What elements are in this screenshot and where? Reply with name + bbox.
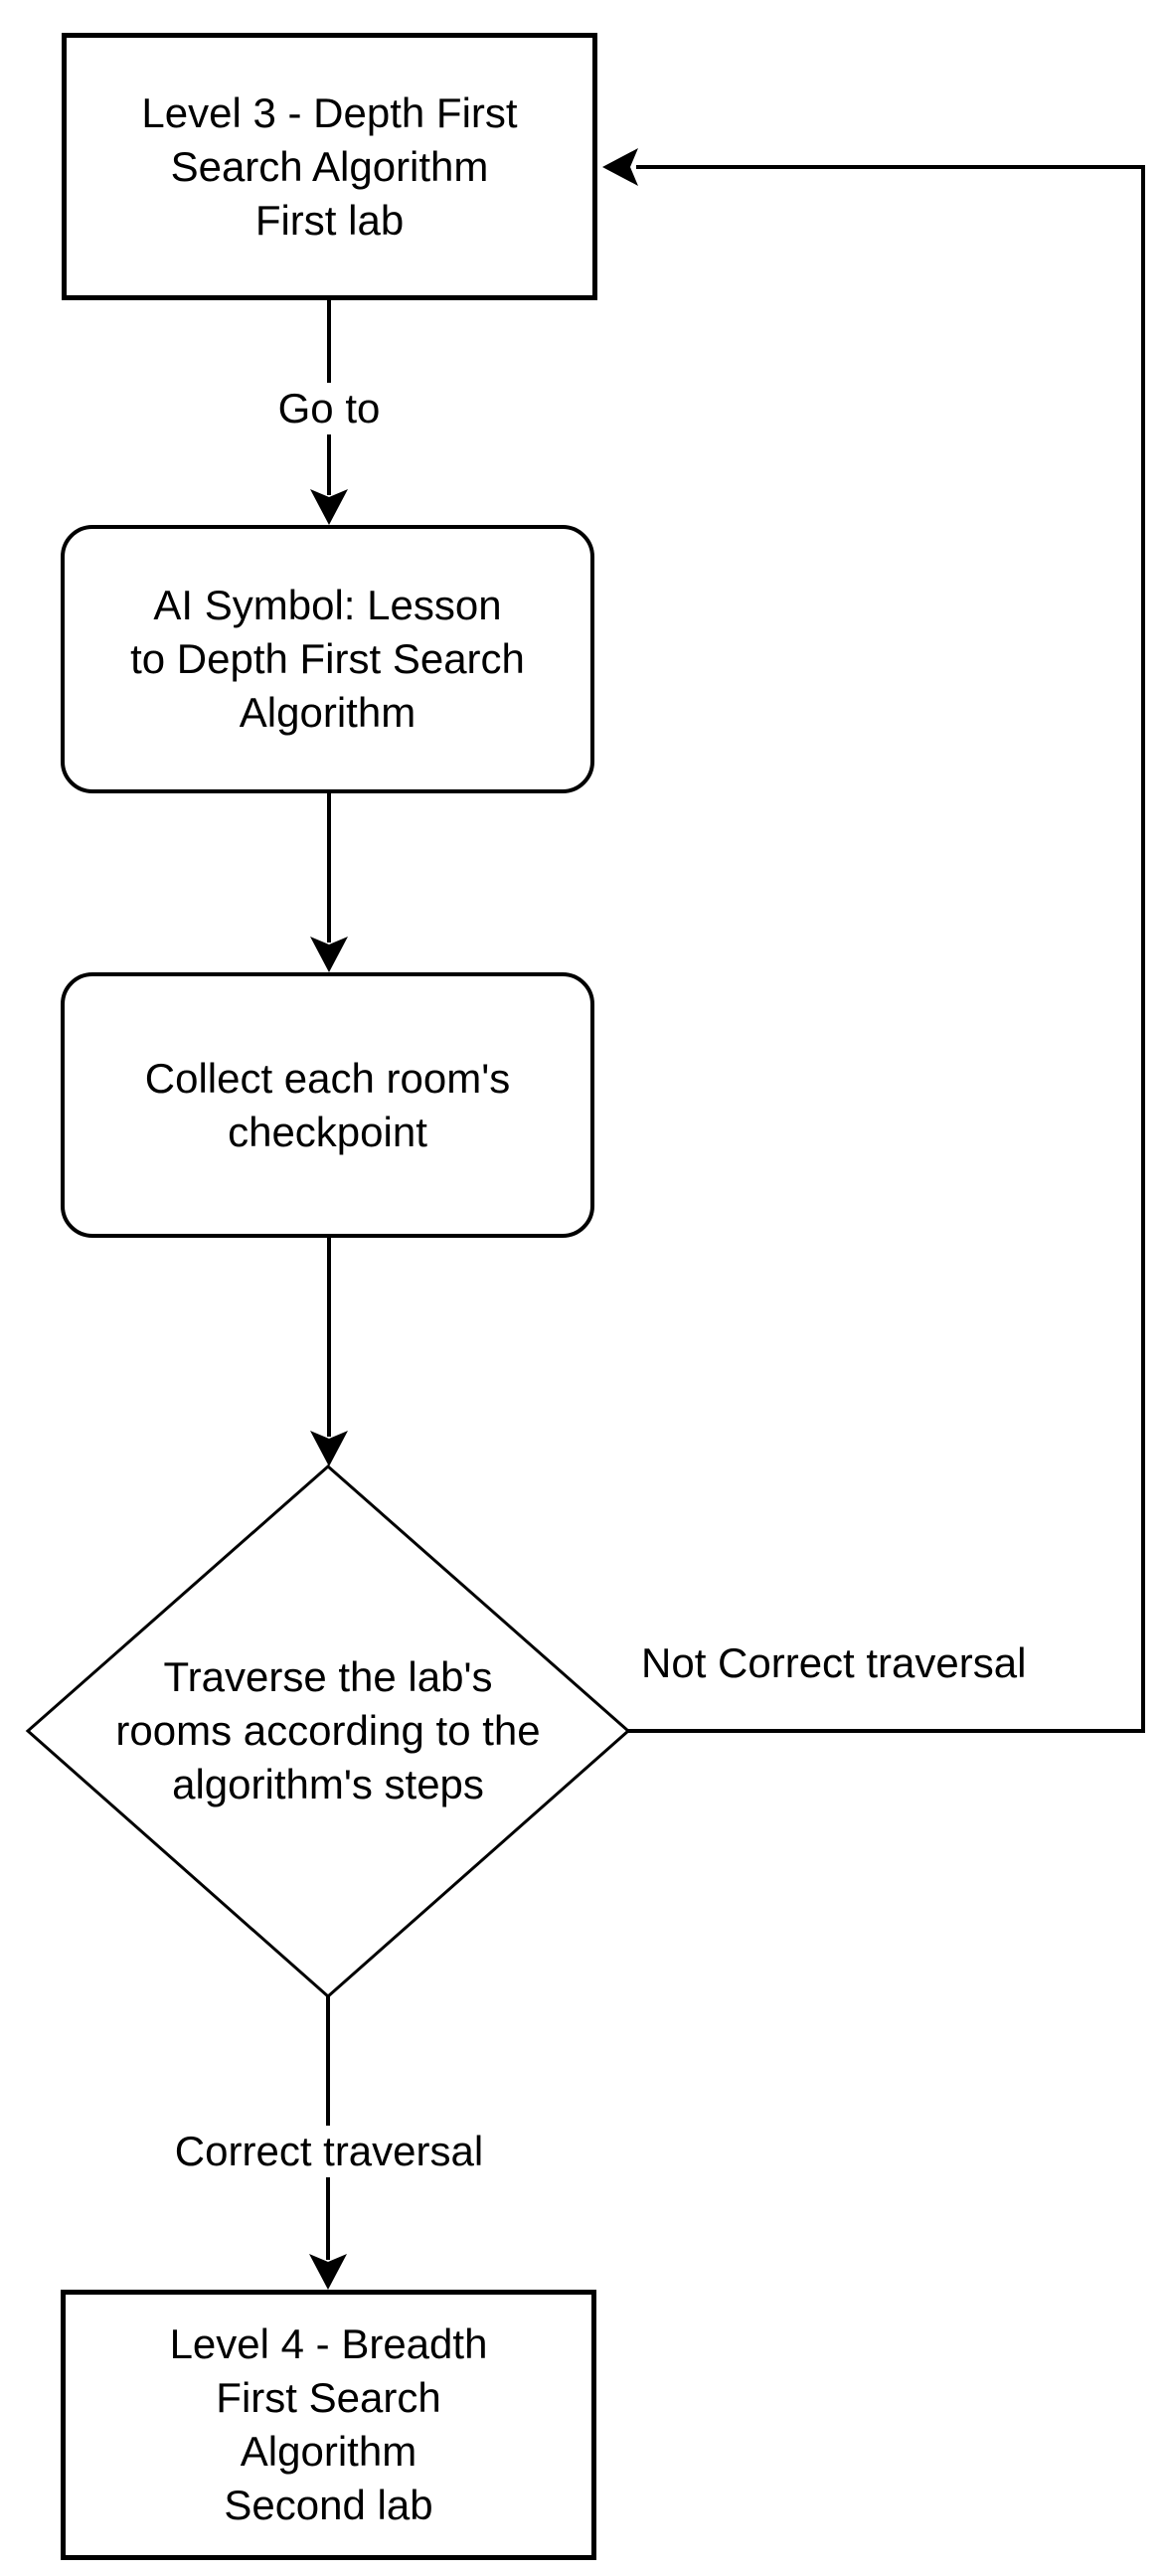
node-collect-checkpoint-label: Collect each room's checkpoint [144,1054,511,1155]
node-ai-symbol-lesson: AI Symbol: Lesson to Depth First Search … [61,525,594,793]
edge-collect-decision-arrowhead-icon [310,1431,348,1466]
edge-label-correct-traversal: Correct traversal [130,2126,528,2177]
edge-label-not-correct-traversal: Not Correct traversal [641,1637,1108,1689]
edge-not-correct-line [628,165,1145,1733]
edge-go-to-arrowhead-icon [310,489,348,525]
node-level3-first-lab: Level 3 - Depth First Search Algorithm F… [62,33,597,300]
edge-lesson-collect-arrowhead-icon [310,937,348,972]
node-level4-second-lab-label: Level 4 - Breadth First Search Algorithm… [169,2320,488,2528]
node-level4-second-lab: Level 4 - Breadth First Search Algorithm… [61,2290,596,2560]
edge-correct-arrowhead-icon [309,2254,347,2290]
edge-not-correct-arrowhead-icon [602,148,638,186]
node-level3-first-lab-label: Level 3 - Depth First Search Algorithm F… [141,88,518,244]
decision-traverse: Traverse the lab's rooms according to th… [20,1645,636,1816]
node-ai-symbol-lesson-label: AI Symbol: Lesson to Depth First Search … [130,582,525,736]
edge-label-go-to: Go to [230,383,428,434]
node-collect-checkpoint: Collect each room's checkpoint [61,972,594,1238]
decision-traverse-label: Traverse the lab's rooms according to th… [115,1653,541,1807]
